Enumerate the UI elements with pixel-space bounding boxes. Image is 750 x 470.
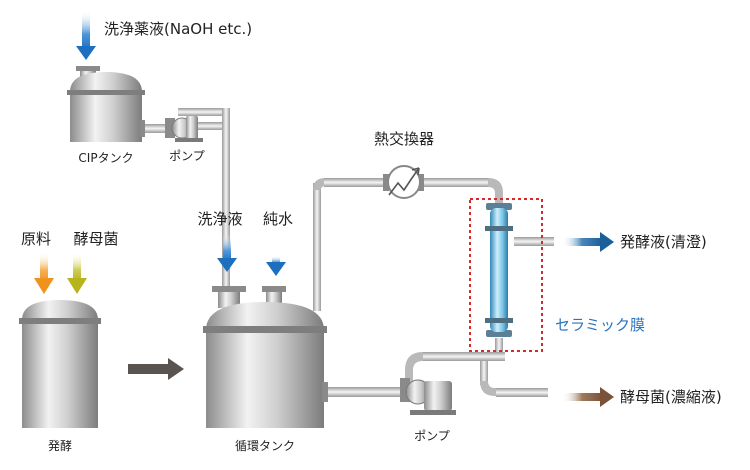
arrow-raw-material bbox=[34, 252, 54, 294]
arrow-clear-fermentation-liquid bbox=[562, 232, 614, 252]
label-clear-fermentation-liquid: 発酵液(清澄) bbox=[620, 233, 707, 251]
heat-exchanger bbox=[383, 165, 424, 199]
arrow-yeast bbox=[67, 252, 87, 294]
label-pure-water: 純水 bbox=[263, 210, 293, 228]
label-concentrated-yeast: 酵母菌(濃縮液) bbox=[620, 388, 722, 406]
label-fermentation: 発酵 bbox=[48, 439, 72, 453]
label-yeast: 酵母菌 bbox=[73, 230, 118, 248]
label-cleaning-chemical: 洗浄薬液(NaOH etc.) bbox=[104, 20, 252, 38]
label-cleaning-liquid: 洗浄液 bbox=[197, 210, 242, 228]
cip-tank bbox=[67, 66, 145, 142]
arrow-concentrated-yeast bbox=[562, 387, 614, 407]
flow-arrows bbox=[34, 10, 614, 407]
fermenter-tank bbox=[19, 300, 101, 428]
cip-pump bbox=[165, 116, 203, 142]
piping bbox=[140, 108, 554, 397]
arrow-pure-water bbox=[266, 256, 286, 276]
labels: 洗浄薬液(NaOH etc.) CIPタンク ポンプ 熱交換器 洗浄液 純水 原… bbox=[21, 20, 722, 453]
label-raw-material: 原料 bbox=[21, 230, 51, 248]
label-circulation-tank: 循環タンク bbox=[235, 439, 295, 453]
label-ceramic-membrane: セラミック膜 bbox=[555, 316, 645, 334]
circulation-tank bbox=[203, 286, 328, 428]
membrane-highlight-box bbox=[469, 198, 543, 352]
arrow-cleaning-liquid bbox=[217, 234, 237, 272]
arrow-cleaning-chemical bbox=[76, 10, 96, 60]
label-cip-tank: CIPタンク bbox=[78, 151, 133, 165]
label-heat-exchanger: 熱交換器 bbox=[374, 130, 434, 148]
circulation-pump bbox=[400, 378, 456, 415]
arrow-fermenter-to-tank bbox=[128, 358, 184, 380]
label-pump-top: ポンプ bbox=[169, 149, 205, 163]
ceramic-membrane-module bbox=[469, 198, 543, 352]
label-pump-bottom: ポンプ bbox=[414, 429, 450, 443]
